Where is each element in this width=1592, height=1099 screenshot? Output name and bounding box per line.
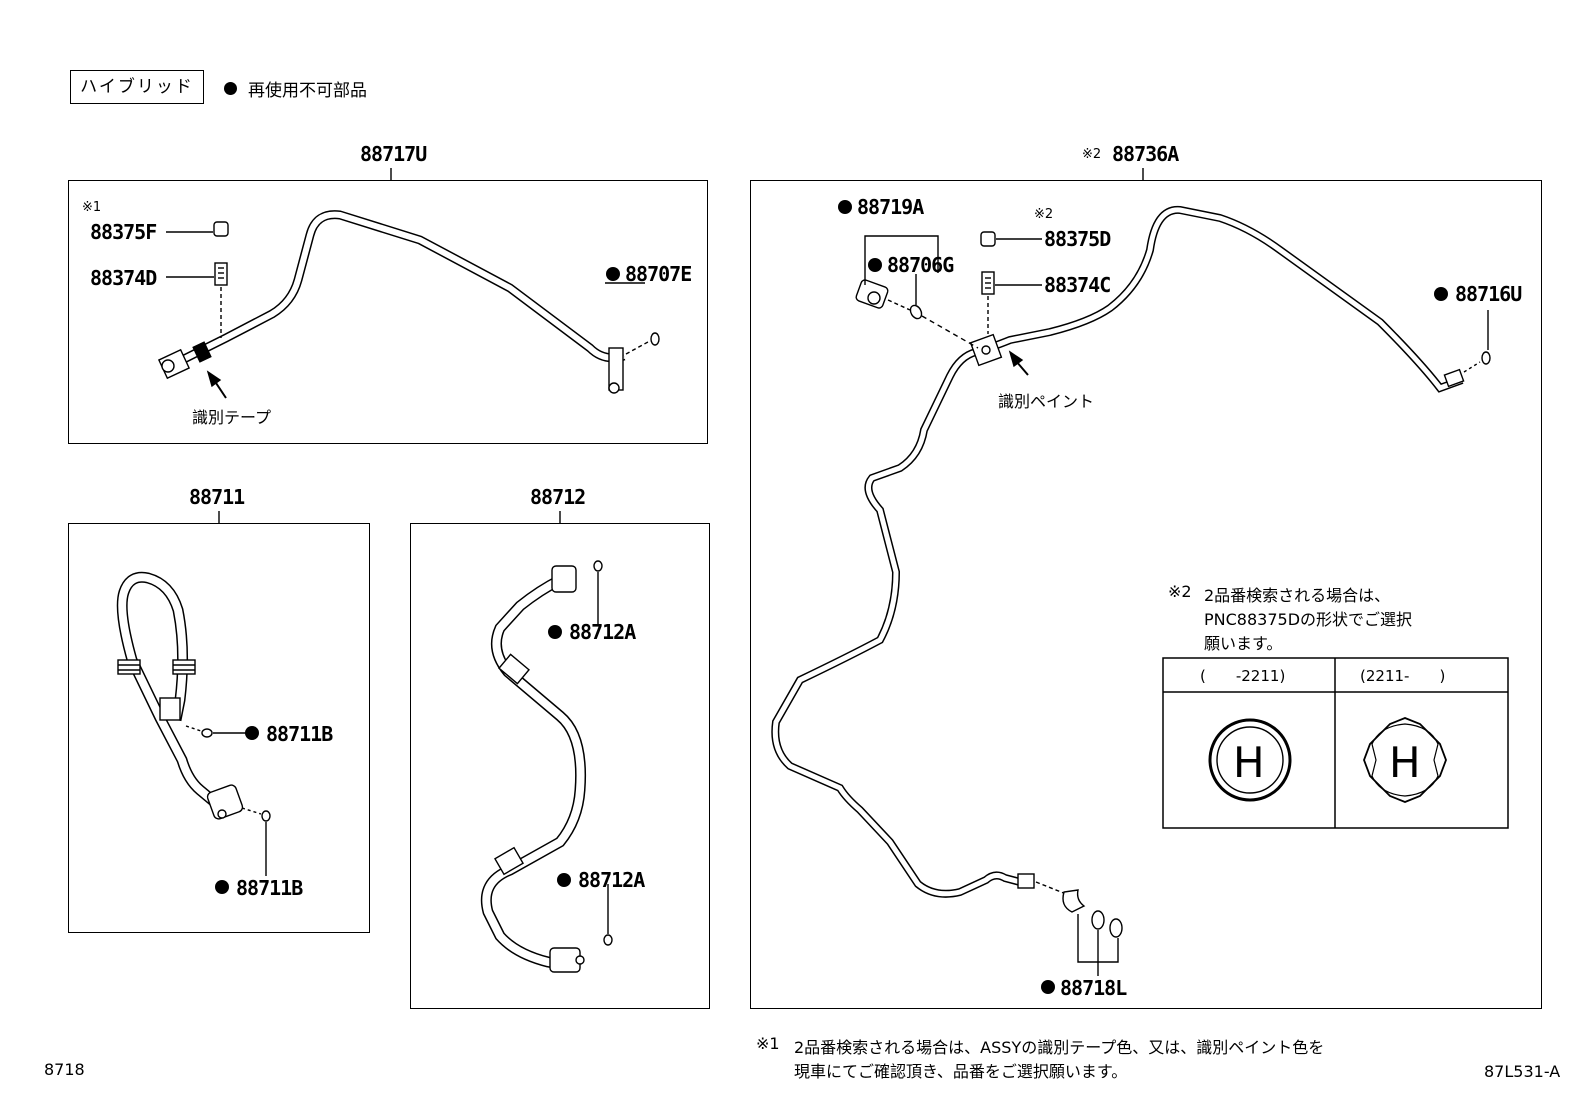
panel-88717U [68,180,708,444]
non-reusable-dots [215,200,1448,994]
pipe-88711 [116,571,222,810]
part-88712A-top[interactable]: 88712A [569,620,636,644]
part-88706G[interactable]: 88706G [887,253,954,277]
cap-table-header-early: ( -2211) [1200,667,1286,685]
non-reusable-label: 再使用不可部品 [248,81,367,101]
footnote-mark-1: ※1 [756,1034,780,1053]
cap-table-header-late: (2211- ) [1360,667,1446,685]
part-88374C[interactable]: 88374C [1044,273,1111,297]
note-2-line-2: PNC88375Dの形状でご選択 [1204,610,1413,629]
panel-title-88736A: 88736A [1112,142,1179,166]
note-2-line-1: 2品番検索される場合は、 [1204,586,1391,605]
panel-88712 [410,523,710,1009]
panel-88711 [68,523,370,933]
part-88374D[interactable]: 88374D [90,266,157,290]
part-88711B-top[interactable]: 88711B [266,722,333,746]
pipe-88712 [480,575,587,972]
identification-paint-label: 識別ペイント [998,392,1095,411]
page-code-right: 87L531-A [1484,1062,1561,1081]
pipe-88736A [771,205,1464,898]
part-88716U[interactable]: 88716U [1455,282,1522,306]
cap-h-glyph-early: H [1233,738,1265,787]
part-88718L[interactable]: 88718L [1060,976,1127,1000]
footnote-line-2: 現車にてご確認頂き、品番をご選択願います。 [794,1062,1128,1081]
part-88375F[interactable]: 88375F [90,220,157,244]
note-mark-1: ※1 [82,200,102,215]
panel-title-88712: 88712 [530,485,586,509]
part-88719A[interactable]: 88719A [857,195,924,219]
page-code-left: 8718 [44,1060,85,1079]
hybrid-label: ハイブリッド [70,70,204,104]
part-88711B-bottom[interactable]: 88711B [236,876,303,900]
panel-88736A [750,180,1542,1009]
part-88707E[interactable]: 88707E [625,262,692,286]
part-88712A-bottom[interactable]: 88712A [578,868,645,892]
note-2-line-3: 願います。 [1204,634,1283,653]
non-reusable-dot-icon [224,82,237,95]
identification-tape-label: 識別テープ [192,408,272,427]
pipe-88717U [171,210,626,369]
note-mark-2-cap: ※2 [1034,207,1054,222]
panel-title-88717U: 88717U [360,142,427,166]
panel-title-mark-2: ※2 [1082,147,1102,162]
note-2-mark: ※2 [1168,582,1192,601]
part-88375D[interactable]: 88375D [1044,227,1111,251]
cap-h-glyph-late: H [1389,738,1421,787]
footnote-line-1: 2品番検索される場合は、ASSYの識別テープ色、又は、識別ペイント色を [794,1038,1325,1057]
panel-title-88711: 88711 [189,485,245,509]
